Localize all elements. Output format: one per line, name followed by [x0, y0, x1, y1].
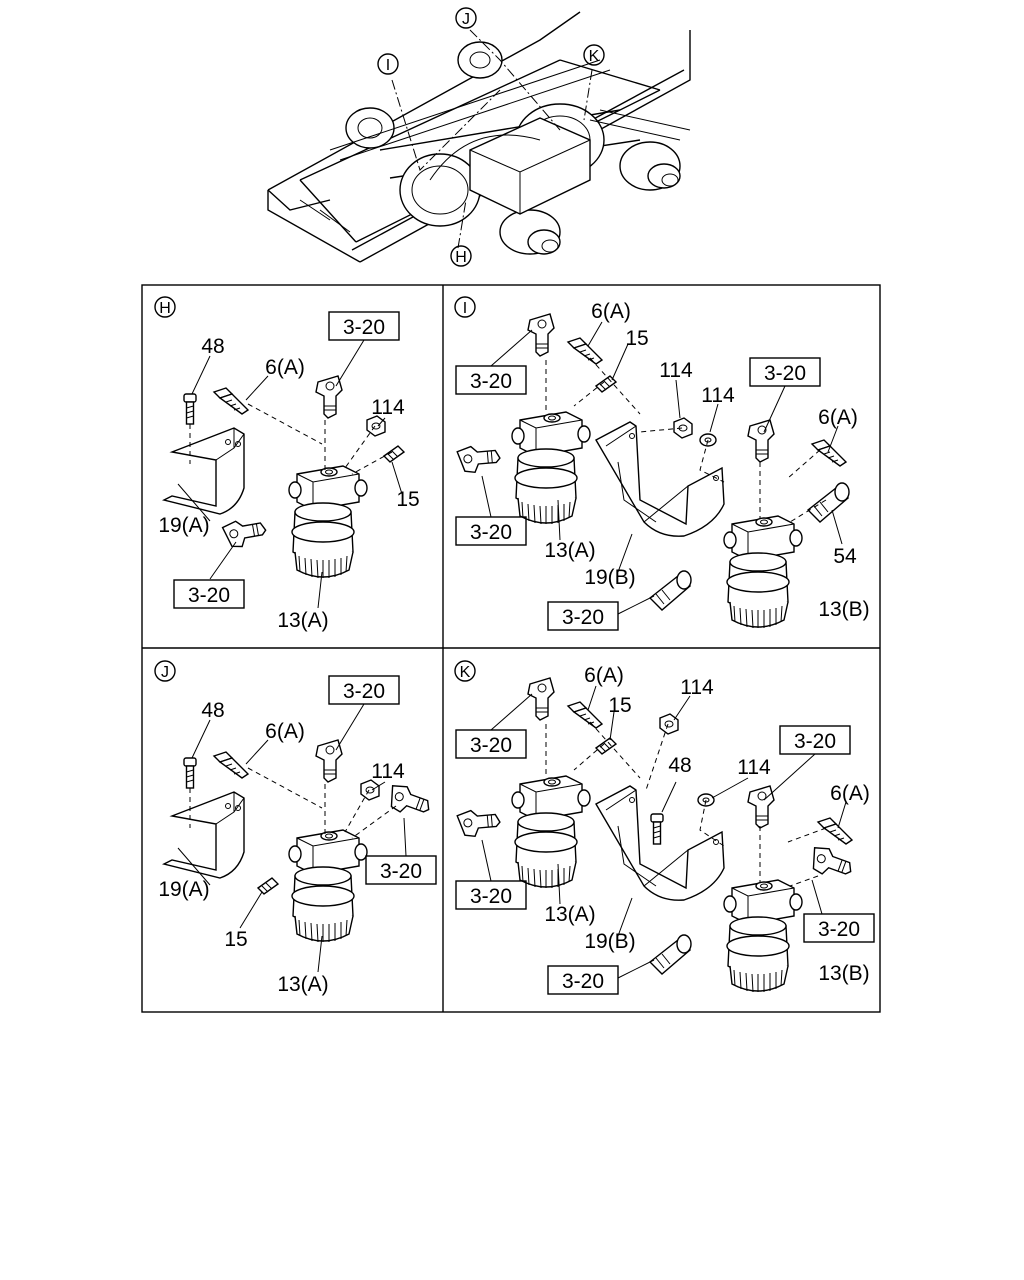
ref-box-3-20: 3-20 — [455, 839, 527, 910]
panel-k-letter: K — [454, 660, 476, 682]
panel-j-letter: J — [154, 660, 176, 682]
label-13b: 13(B) — [818, 962, 869, 985]
label-114: 114 — [659, 359, 693, 382]
label-114: 114 — [701, 384, 735, 407]
label-13a: 13(A) — [277, 609, 328, 632]
svg-text:K: K — [589, 48, 600, 65]
overview-callout-i: I — [377, 53, 399, 75]
label-13a: 13(A) — [544, 903, 595, 926]
label-48: 48 — [668, 754, 691, 777]
svg-text:3-20: 3-20 — [343, 680, 385, 703]
panel-i: I 6(A) 15 114 114 6(A) 54 13(A) 19(B) 13… — [454, 296, 870, 631]
label-114: 114 — [680, 676, 714, 699]
label-13b: 13(B) — [818, 598, 869, 621]
svg-text:3-20: 3-20 — [380, 860, 422, 883]
panel-k: K 6(A) 15 114 48 114 6(A) 13(A) 19(B) 13… — [454, 660, 875, 995]
ref-box-3-20: 3-20 — [455, 693, 533, 759]
ref-box-3-20: 3-20 — [455, 475, 527, 546]
svg-text:H: H — [455, 249, 467, 266]
panel-h: H 48 6(A) 114 15 19(A) 13(A) 3-20 3-20 — [154, 296, 420, 632]
overview-callout-j: J — [455, 7, 477, 29]
label-114: 114 — [371, 760, 405, 783]
svg-text:3-20: 3-20 — [188, 584, 230, 607]
label-13a: 13(A) — [544, 539, 595, 562]
svg-text:3-20: 3-20 — [343, 316, 385, 339]
panel-i-letter: I — [454, 296, 476, 318]
svg-text:I: I — [386, 57, 390, 74]
label-6a: 6(A) — [265, 720, 305, 743]
label-19b: 19(B) — [584, 566, 635, 589]
svg-text:I: I — [463, 300, 467, 317]
label-19a: 19(A) — [158, 878, 209, 901]
svg-text:J: J — [462, 11, 470, 28]
svg-text:J: J — [161, 664, 169, 681]
label-6a: 6(A) — [265, 356, 305, 379]
label-48: 48 — [201, 699, 224, 722]
svg-text:3-20: 3-20 — [562, 970, 604, 993]
overview-callout-h: H — [450, 245, 472, 267]
svg-text:3-20: 3-20 — [470, 885, 512, 908]
svg-text:3-20: 3-20 — [470, 521, 512, 544]
svg-text:H: H — [159, 300, 171, 317]
svg-text:3-20: 3-20 — [764, 362, 806, 385]
label-13a: 13(A) — [277, 973, 328, 996]
ref-box-3-20: 3-20 — [803, 879, 875, 943]
panel-j: J 48 6(A) 114 15 19(A) 13(A) 3-20 3-20 — [154, 660, 437, 996]
label-15: 15 — [625, 327, 648, 350]
svg-text:3-20: 3-20 — [470, 734, 512, 757]
label-54: 54 — [833, 545, 857, 568]
label-15: 15 — [608, 694, 631, 717]
label-15: 15 — [396, 488, 419, 511]
label-6a: 6(A) — [591, 300, 631, 323]
ref-box-3-20: 3-20 — [547, 595, 655, 631]
ref-box-3-20: 3-20 — [328, 311, 400, 387]
label-6a: 6(A) — [584, 664, 624, 687]
label-19a: 19(A) — [158, 514, 209, 537]
chassis-overview-drawing — [267, 11, 691, 263]
label-114: 114 — [371, 396, 405, 419]
ref-box-3-20: 3-20 — [365, 855, 437, 885]
label-6a: 6(A) — [818, 406, 858, 429]
panel-h-letter: H — [154, 296, 176, 318]
label-19b: 19(B) — [584, 930, 635, 953]
svg-text:K: K — [460, 664, 471, 681]
overview-callout-k: K — [583, 44, 605, 66]
label-114: 114 — [737, 756, 771, 779]
ref-box-3-20: 3-20 — [173, 579, 245, 609]
ref-box-3-20: 3-20 — [547, 959, 655, 995]
label-15: 15 — [224, 928, 247, 951]
label-6a: 6(A) — [830, 782, 870, 805]
ref-box-3-20: 3-20 — [328, 675, 400, 751]
svg-text:3-20: 3-20 — [818, 918, 860, 941]
svg-text:3-20: 3-20 — [470, 370, 512, 393]
ref-box-3-20: 3-20 — [763, 725, 851, 801]
ref-box-3-20: 3-20 — [749, 357, 821, 433]
label-48: 48 — [201, 335, 224, 358]
svg-text:3-20: 3-20 — [794, 730, 836, 753]
ref-box-3-20: 3-20 — [455, 329, 533, 395]
svg-text:3-20: 3-20 — [562, 606, 604, 629]
